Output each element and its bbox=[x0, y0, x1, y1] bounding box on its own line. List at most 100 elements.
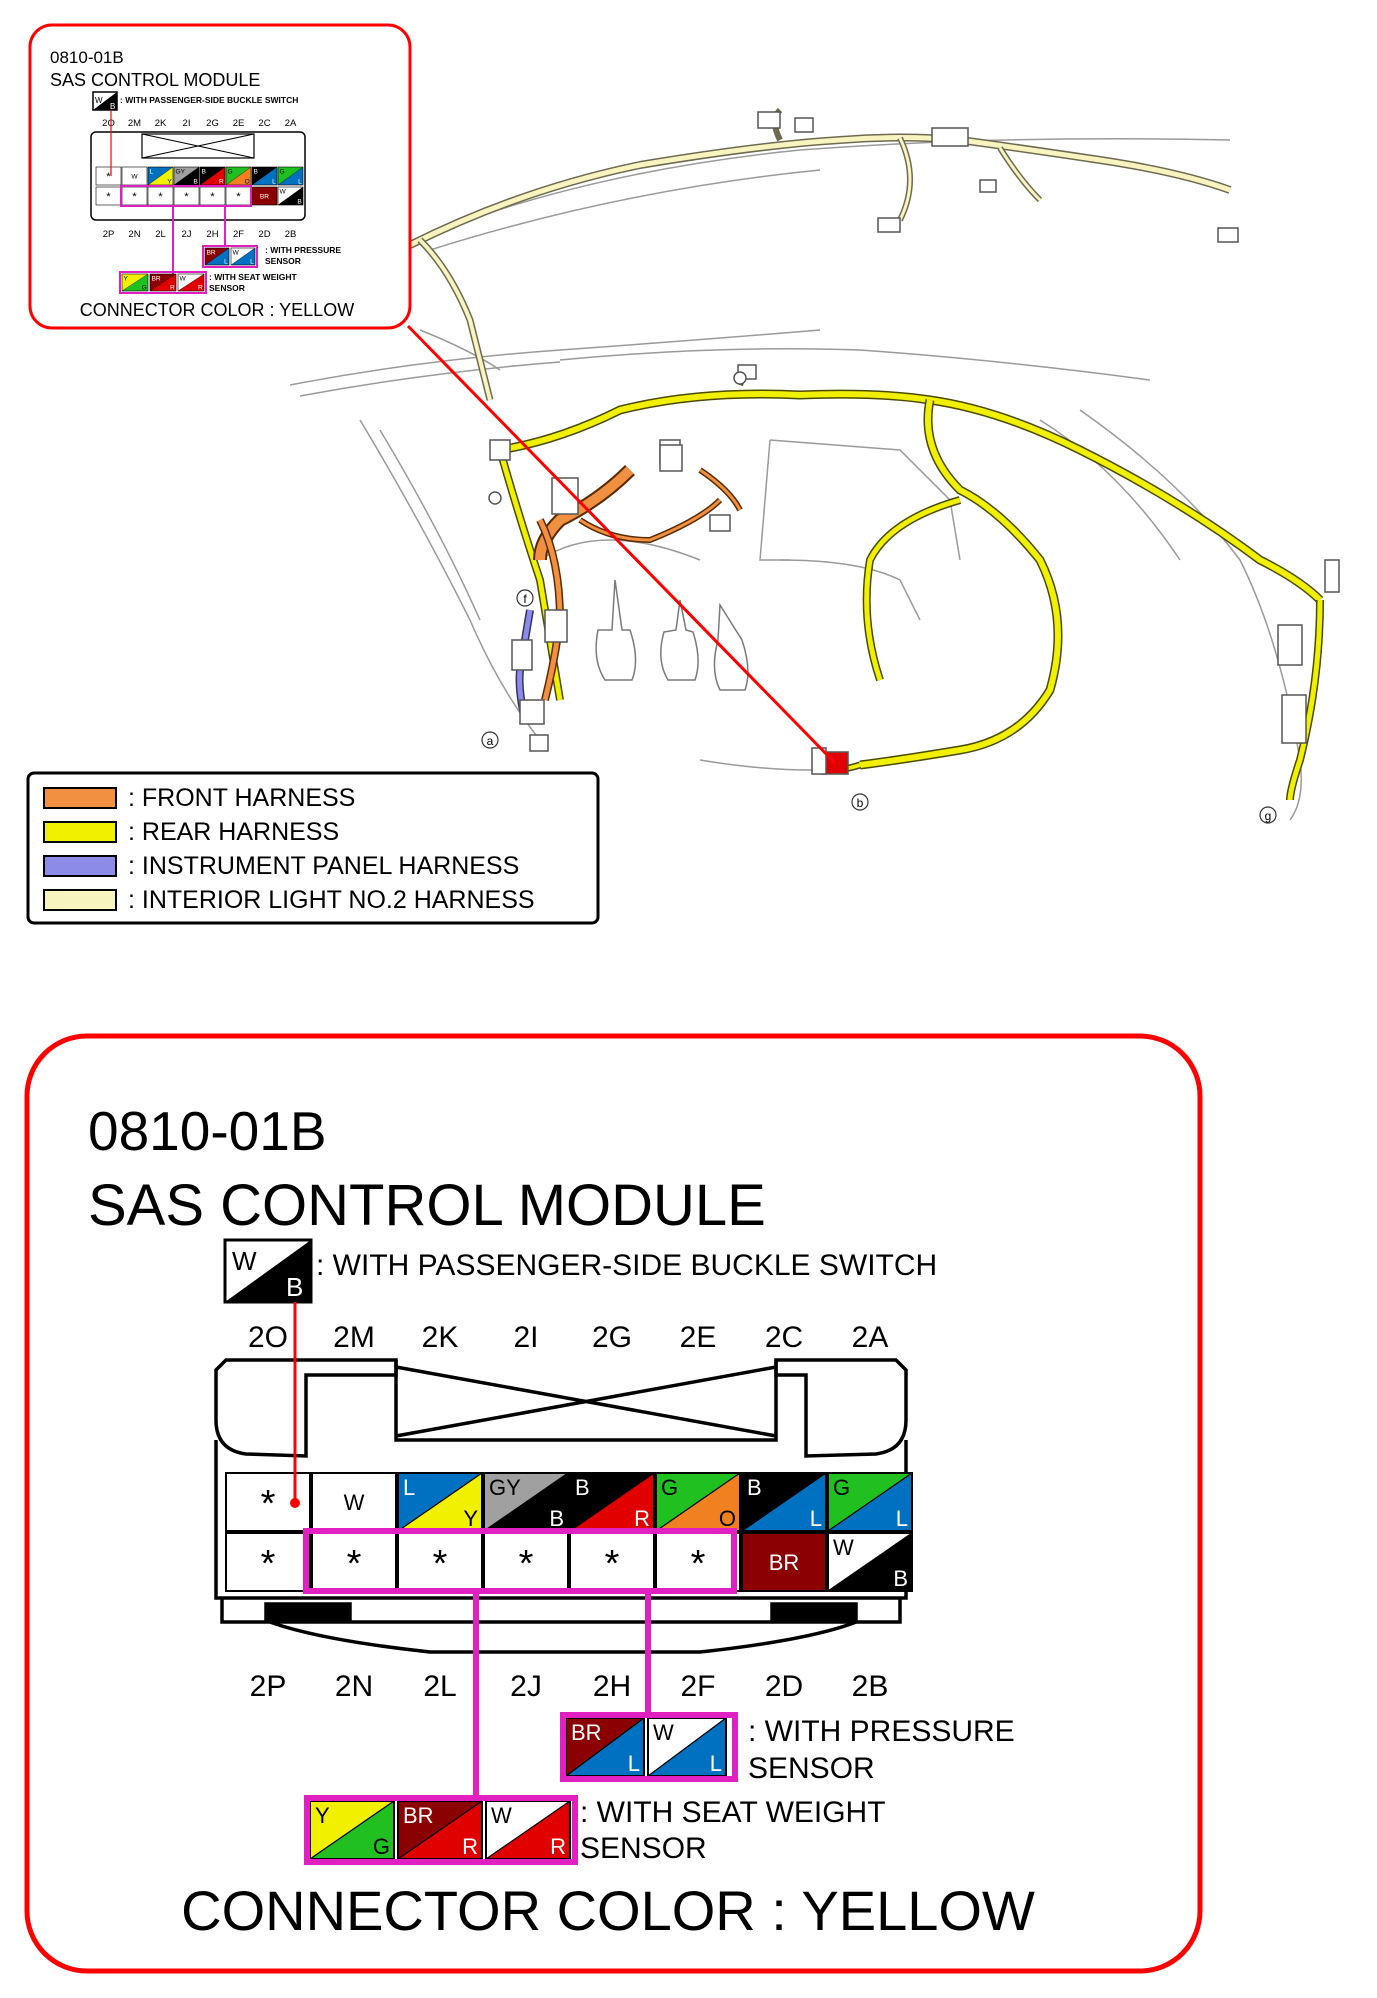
unused-pin-star: * bbox=[158, 191, 163, 203]
marker-a: a bbox=[487, 734, 494, 748]
pin-label-2C: 2C bbox=[765, 1321, 803, 1354]
pressure-sensor-label-1: : WITH PRESSURE bbox=[748, 1715, 1015, 1748]
wire-color-top: G bbox=[833, 1475, 850, 1500]
left-connectors bbox=[488, 371, 747, 752]
pin-2D: BR bbox=[741, 1532, 827, 1592]
pressure-sensor-highlight bbox=[560, 1712, 738, 1782]
harness-legend: : FRONT HARNESS: REAR HARNESS: INSTRUMEN… bbox=[26, 771, 600, 925]
inset-seat-wire-1: BRR bbox=[149, 273, 177, 292]
wire-color-bottom: L bbox=[896, 1506, 908, 1531]
unused-pin-star: * bbox=[236, 191, 241, 203]
inset-pin-label-2B: 2B bbox=[285, 229, 297, 240]
front-harness bbox=[533, 444, 743, 701]
pressure-sensor-label-2: SENSOR bbox=[748, 1752, 875, 1785]
wire-color-bottom: R bbox=[198, 285, 203, 292]
seat-wire-0: YG bbox=[309, 1800, 395, 1860]
wire-color-top: W bbox=[233, 250, 240, 257]
legend-label: : REAR HARNESS bbox=[128, 818, 339, 846]
legend-swatch bbox=[43, 787, 117, 809]
pin-2G: BR bbox=[569, 1472, 655, 1532]
inset-seat-wire-0: YG bbox=[121, 273, 149, 292]
pin-label-2H: 2H bbox=[593, 1670, 631, 1703]
wire-color-top: BR bbox=[571, 1720, 602, 1745]
buckle-switch-swatch: W B bbox=[223, 1238, 313, 1304]
unused-pin-star: * bbox=[106, 171, 111, 183]
wire-color-top: B bbox=[747, 1475, 762, 1500]
inset-pin-2G: BR bbox=[199, 166, 226, 186]
pin-label-2O: 2O bbox=[248, 1321, 288, 1354]
pin-2A: GL bbox=[827, 1472, 913, 1532]
pin-label-2A: 2A bbox=[852, 1321, 889, 1354]
wire-color-top: B bbox=[254, 169, 259, 176]
inset-pin-2K: LY bbox=[147, 166, 174, 186]
inset-pin-2M: W bbox=[121, 166, 148, 186]
wire-color-bottom: O bbox=[245, 179, 250, 186]
inset-pin-label-2E: 2E bbox=[233, 118, 245, 129]
legend-frame bbox=[26, 771, 600, 925]
wire-color-top: W bbox=[653, 1720, 674, 1745]
module-code: 0810-01B bbox=[88, 1100, 327, 1162]
wire-color-bottom: L bbox=[272, 179, 276, 186]
inset-pin-2O: * bbox=[95, 166, 122, 186]
seat-sensor-label-2: SENSOR bbox=[580, 1832, 707, 1865]
seat-wire-2: WR bbox=[485, 1800, 571, 1860]
wire-color-bottom: R bbox=[219, 179, 224, 186]
module-name: SAS CONTROL MODULE bbox=[88, 1173, 766, 1238]
wire-color-bottom: L bbox=[628, 1751, 640, 1776]
pressure-wire-0: BR L bbox=[565, 1717, 645, 1777]
inset-pin-label-2I: 2I bbox=[183, 118, 191, 129]
wire-color-top: G bbox=[280, 169, 285, 176]
wire-color-bottom: L bbox=[224, 259, 228, 266]
unused-pin-star: * bbox=[605, 1543, 620, 1585]
seat-sensor-highlight bbox=[304, 1795, 578, 1865]
wire-color-top: GY bbox=[176, 169, 186, 176]
wire-color-bottom: L bbox=[710, 1751, 722, 1776]
wire-color-bottom: L bbox=[810, 1506, 822, 1531]
inset-seat-label-2: SENSOR bbox=[209, 283, 245, 293]
pin-2I: GYB bbox=[483, 1472, 569, 1532]
marker-f: f bbox=[523, 592, 527, 606]
unused-pin-star: * bbox=[261, 1543, 276, 1585]
wire-color-top: W bbox=[833, 1535, 854, 1560]
wire-color-top: L bbox=[150, 169, 154, 176]
wire-color-bottom: O bbox=[719, 1506, 736, 1531]
legend-label: : INTERIOR LIGHT NO.2 HARNESS bbox=[128, 886, 535, 914]
wire-color-bottom: Y bbox=[167, 179, 172, 186]
interior-light-harness bbox=[408, 107, 1239, 401]
inset-seat-wire-2: WR bbox=[177, 273, 205, 292]
legend-swatch bbox=[43, 889, 117, 911]
inset-pin-2B: WB bbox=[277, 186, 304, 206]
main-callout: 0810-01B SAS CONTROL MODULE W B : WITH P… bbox=[24, 1033, 1203, 1974]
connector-housing bbox=[214, 1358, 908, 1654]
unused-pin-star: * bbox=[184, 191, 189, 203]
vehicle-outline bbox=[289, 138, 1302, 821]
inset-seat-label-1: : WITH SEAT WEIGHT bbox=[209, 272, 297, 282]
unused-pin-star: * bbox=[210, 191, 215, 203]
wire-color-top: B bbox=[202, 169, 207, 176]
wire-color-top: G bbox=[228, 169, 233, 176]
pin-label-2M: 2M bbox=[333, 1321, 375, 1354]
wire-color-top: W bbox=[491, 1803, 512, 1828]
rear-harness bbox=[496, 364, 1340, 801]
pin-2C: BL bbox=[741, 1472, 827, 1532]
wire-color-bottom: Y bbox=[463, 1506, 478, 1531]
connector-color: CONNECTOR COLOR : YELLOW bbox=[181, 1879, 1035, 1942]
pin-label-2L: 2L bbox=[423, 1670, 456, 1703]
wire-color-top: L bbox=[403, 1475, 415, 1500]
unused-pin-star: * bbox=[106, 191, 111, 203]
inset-pin-label-2F: 2F bbox=[233, 229, 244, 240]
inset-pin-2I: GYB bbox=[173, 166, 200, 186]
wire-color-bottom: R bbox=[462, 1834, 478, 1859]
inset-pressure-wire-1: WL bbox=[230, 247, 256, 266]
pin-2P: * bbox=[225, 1532, 311, 1592]
wire-color-top: BR bbox=[207, 250, 216, 257]
unused-pin-star: * bbox=[261, 1483, 276, 1525]
pin-2L: * bbox=[397, 1532, 483, 1592]
inset-pin-2F: * bbox=[225, 186, 252, 206]
legend-item: : FRONT HARNESS bbox=[43, 784, 355, 812]
wire-color-bottom: R bbox=[634, 1506, 650, 1531]
